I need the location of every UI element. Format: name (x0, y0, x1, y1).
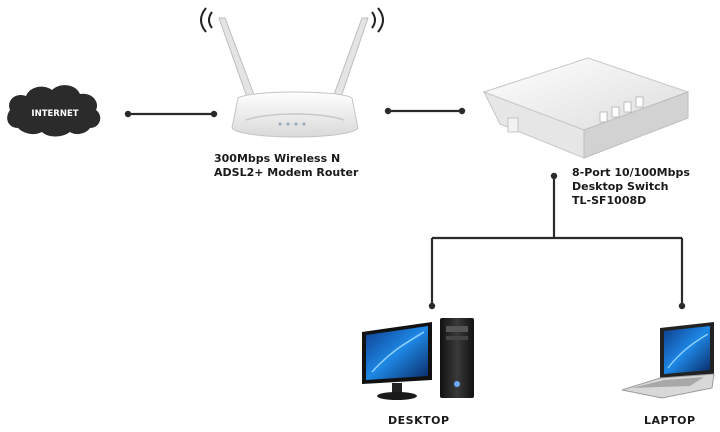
connection-lines (128, 109, 684, 306)
switch-label: 8-Port 10/100Mbps Desktop Switch TL-SF10… (572, 166, 690, 208)
switch-label-line-2: Desktop Switch (572, 180, 669, 193)
internet-label: INTERNET (31, 109, 78, 119)
router-label-line-1: 300Mbps Wireless N (214, 152, 341, 165)
switch-label-line-1: 8-Port 10/100Mbps (572, 166, 690, 179)
router-icon (200, 7, 384, 138)
desktop-computer-icon (362, 318, 474, 400)
wifi-signal-icon (200, 7, 384, 33)
router-label: 300Mbps Wireless N ADSL2+ Modem Router (214, 152, 358, 180)
desktop-label: DESKTOP (388, 414, 450, 427)
switch-label-line-3: TL-SF1008D (572, 194, 647, 207)
internet-cloud-icon: INTERNET (7, 85, 101, 137)
laptop-icon (621, 322, 715, 399)
router-label-line-2: ADSL2+ Modem Router (214, 166, 359, 179)
laptop-label: LAPTOP (644, 414, 696, 427)
connection-dots (124, 107, 686, 310)
switch-icon (482, 57, 690, 159)
